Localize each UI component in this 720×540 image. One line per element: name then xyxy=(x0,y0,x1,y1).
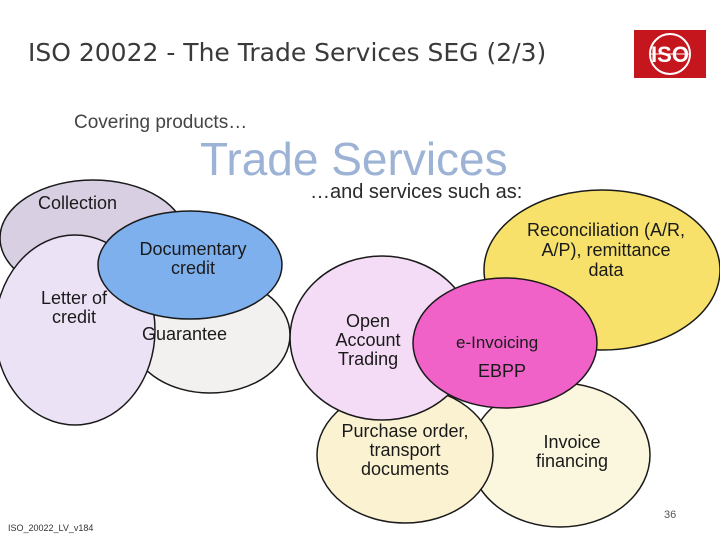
open-account-label: Open Account Trading xyxy=(335,311,401,369)
products-subtitle: Covering products… xyxy=(74,112,248,133)
ebpp-label: EBPP xyxy=(478,361,527,381)
slide-title: ISO 20022 - The Trade Services SEG (2/3) xyxy=(28,38,547,67)
e-invoicing-circle xyxy=(412,277,598,409)
e-invoicing-label: e-Invoicing xyxy=(456,333,539,352)
invoice-financing-label: Invoice financing xyxy=(535,432,609,471)
reconciliation-label: Reconciliation (A/R, A/P), remittance da… xyxy=(526,220,686,280)
iso-logo-text: ISO xyxy=(651,42,689,67)
services-subtitle: …and services such as: xyxy=(310,181,523,203)
letter-of-credit-label: Letter of credit xyxy=(40,288,108,327)
guarantee-label: Guarantee xyxy=(142,324,228,344)
iso-logo: ISO xyxy=(634,30,706,78)
purchase-order-label: Purchase order, transport documents xyxy=(341,421,469,479)
trade-services-title: Trade Services xyxy=(200,133,508,185)
page-number: 36 xyxy=(664,509,677,521)
documentary-credit-label: Documentary credit xyxy=(139,239,247,278)
footer-version: ISO_20022_LV_v184 xyxy=(8,523,94,533)
documentary-credit-circle xyxy=(97,210,283,320)
collection-label: Collection xyxy=(38,193,118,213)
